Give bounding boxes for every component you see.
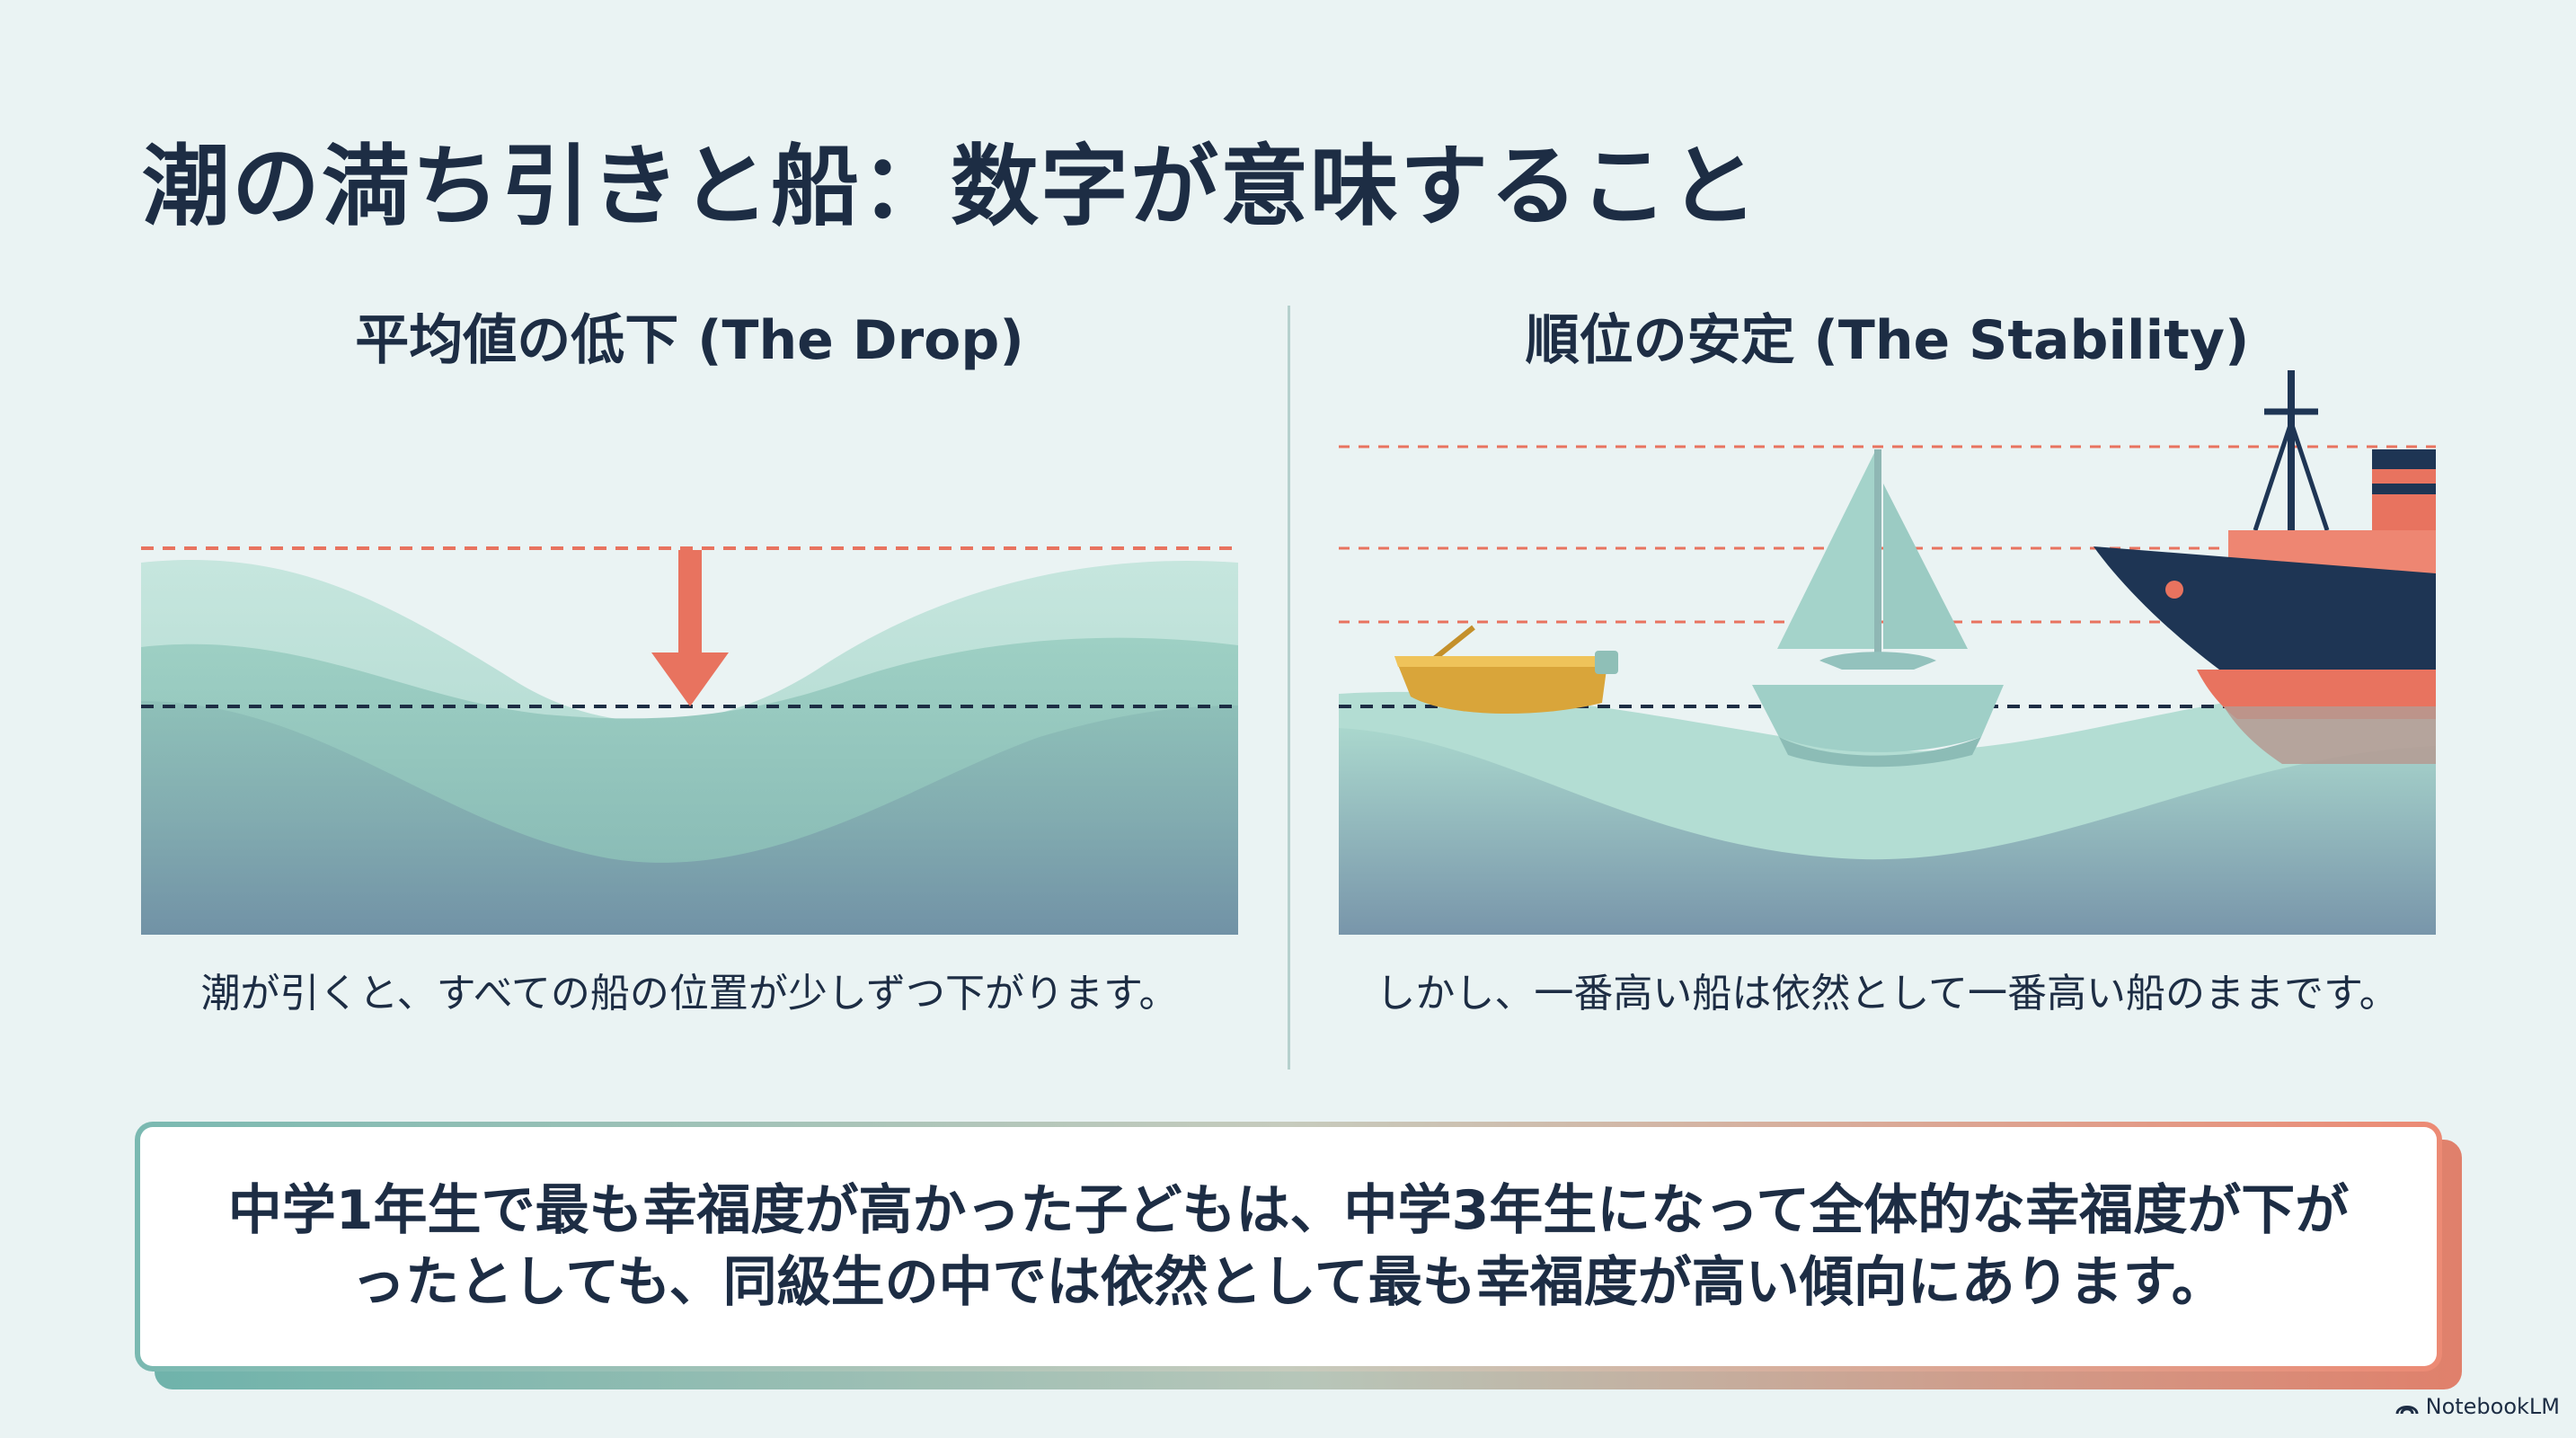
panel-heading-stability: 順位の安定 (The Stability): [1525, 309, 2250, 372]
caption-drop: 潮が引くと、すべての船の位置が少しずつ下がります。: [200, 971, 1179, 1016]
slide-title: 潮の満ち引きと船：数字が意味すること: [142, 136, 1760, 238]
conclusion-callout: 中学1年生で最も幸福度が高かった子どもは、中学3年生になって全体的な幸福度が下が…: [135, 1122, 2442, 1371]
ship-icon: [2094, 370, 2436, 764]
rowboat-icon: [1394, 625, 1618, 715]
brand-label: NotebookLM: [2425, 1394, 2560, 1419]
notebooklm-logo-icon: [2395, 1406, 2419, 1415]
panel-divider: [1288, 306, 1290, 1070]
panel-heading-drop: 平均値の低下 (The Drop): [355, 309, 1024, 372]
down-arrow-icon: [651, 550, 729, 706]
wave-front: [141, 701, 1238, 935]
callout-text: 中学1年生で最も幸福度が高かった子どもは、中学3年生になって全体的な幸福度が下が…: [227, 1179, 2350, 1314]
water-front: [1339, 728, 2436, 935]
sailboat-icon: [1752, 449, 2004, 768]
boat-ranking-illustration: [1339, 370, 2436, 935]
caption-stability: しかし、一番高い船は依然として一番高い船のままです。: [1376, 971, 2399, 1016]
tide-drop-illustration: [141, 546, 1238, 935]
brand-watermark: NotebookLM: [2395, 1394, 2560, 1419]
